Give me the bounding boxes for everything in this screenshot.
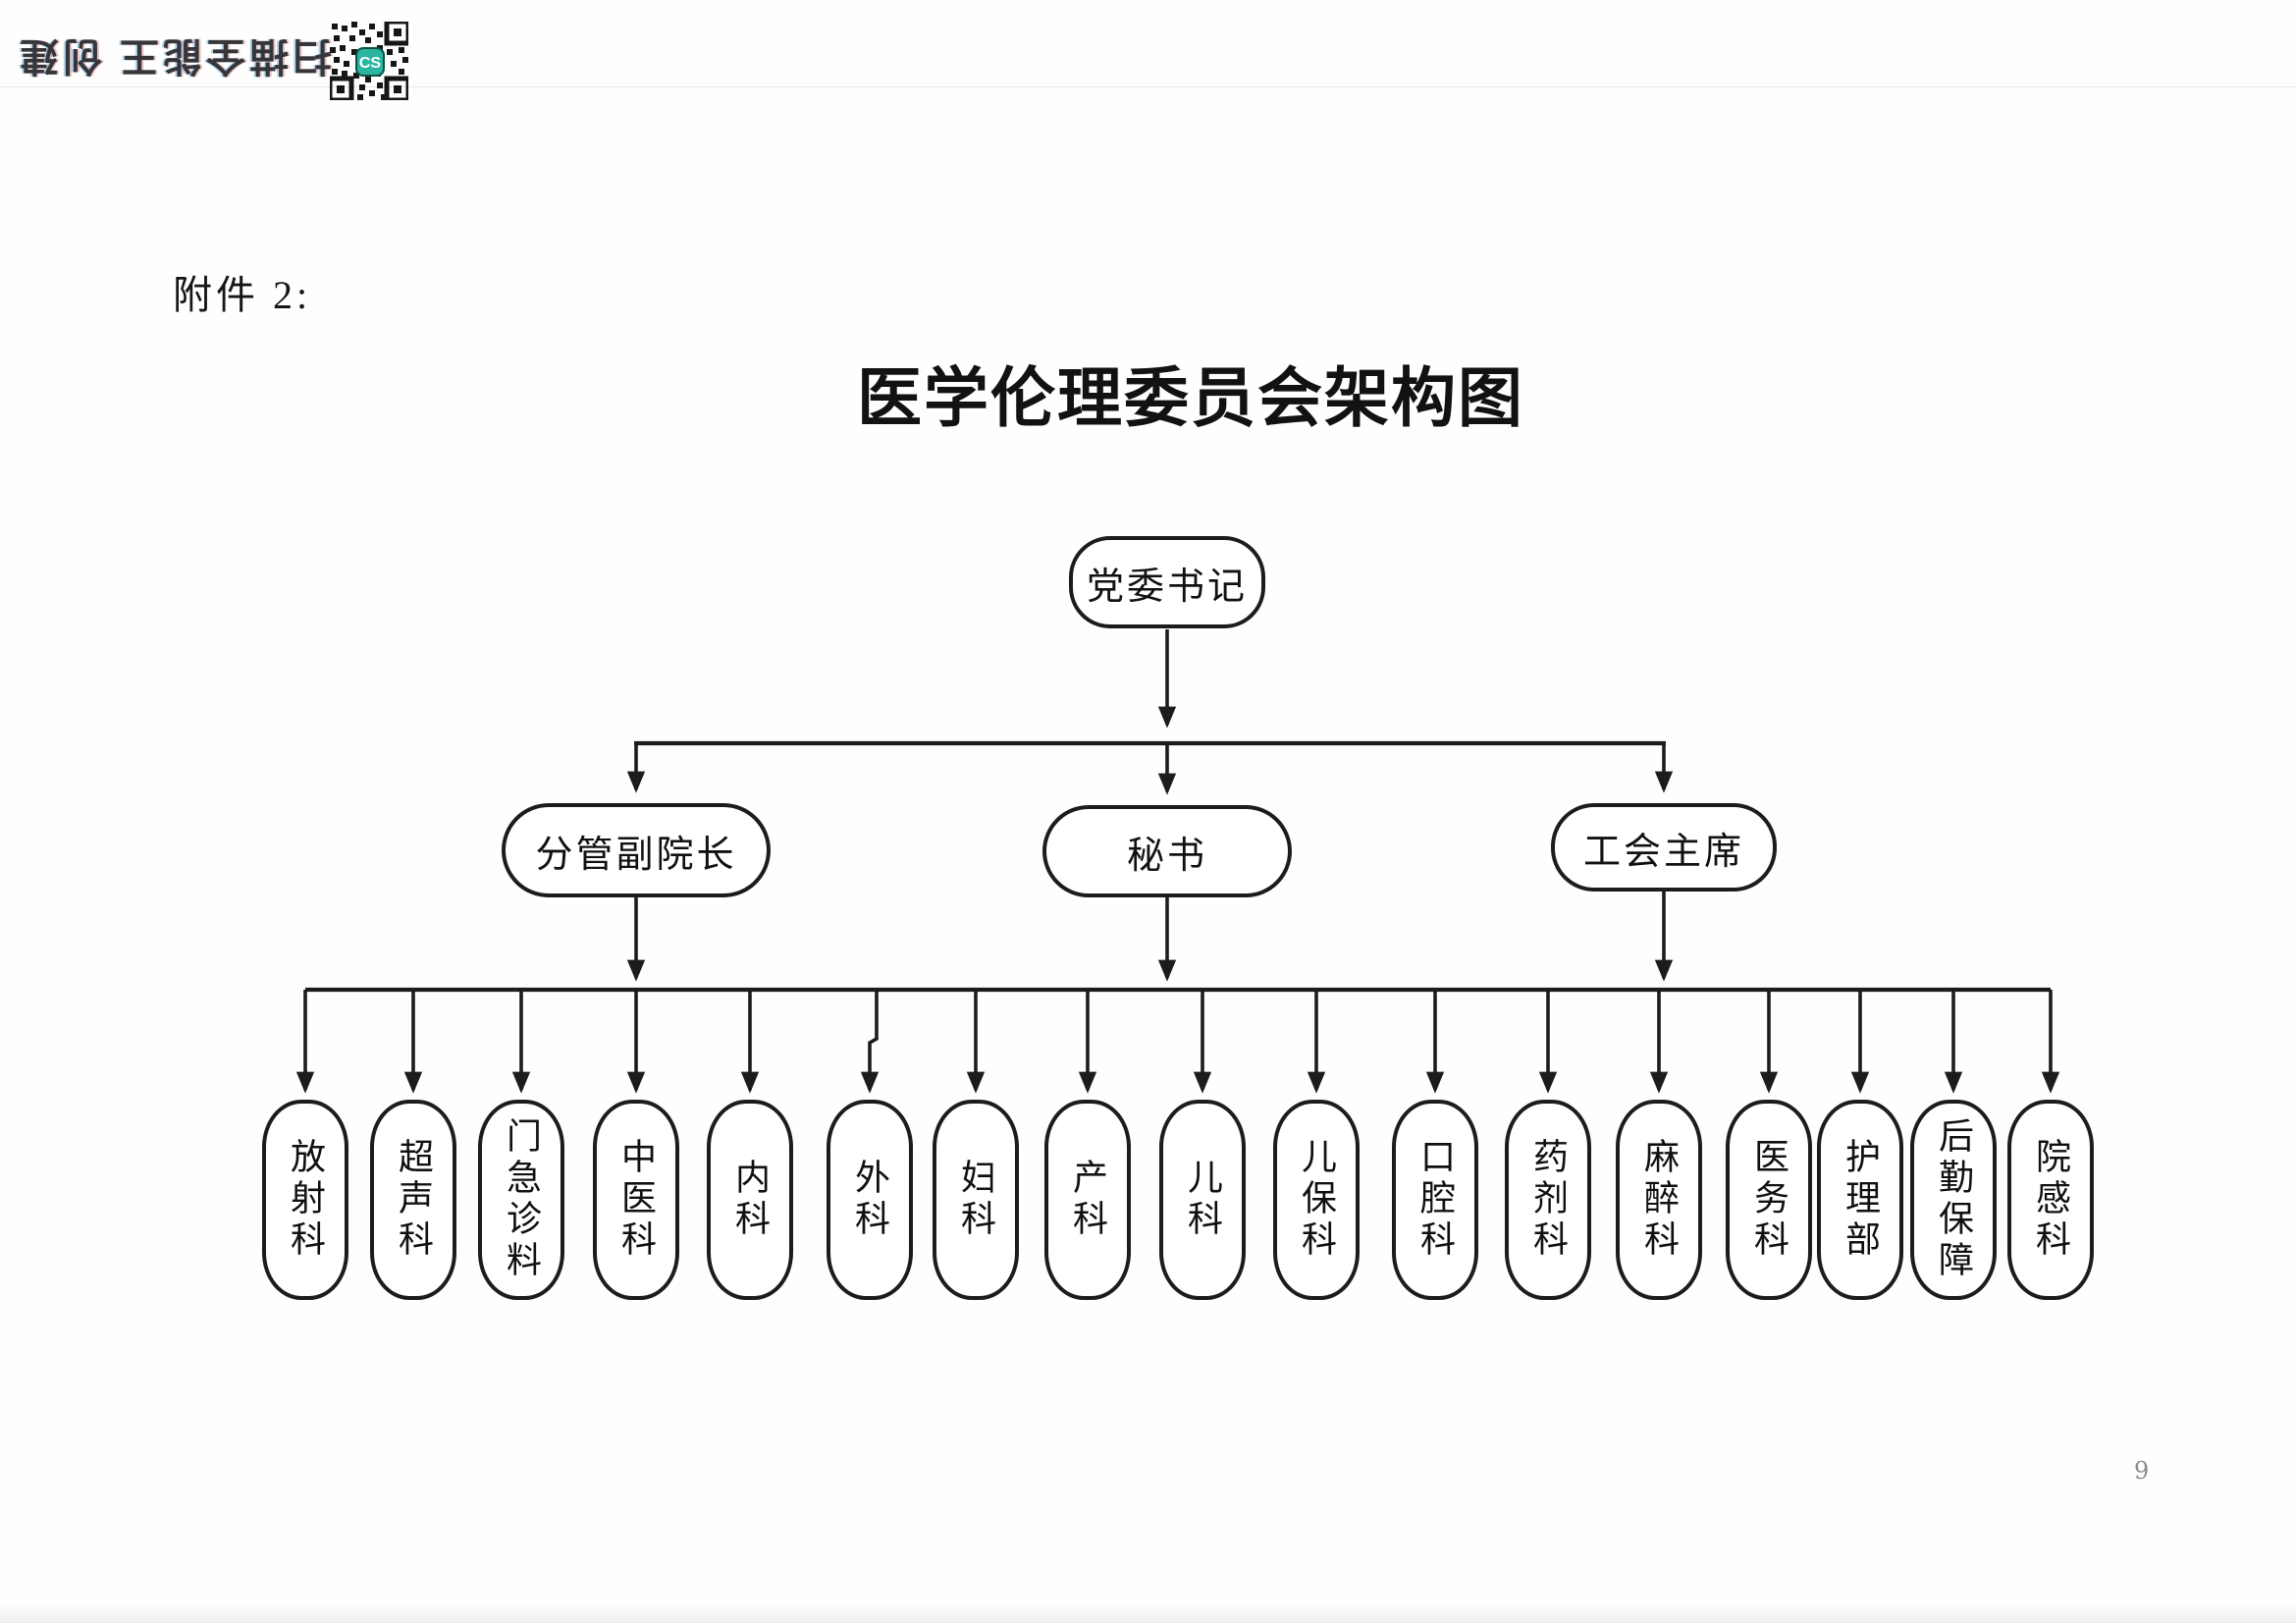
camscanner-logo-text: CS (359, 55, 382, 72)
node-secretary-label: 秘书 (1126, 835, 1207, 877)
node-deputy-director: 分管副院长 (502, 803, 771, 897)
node-dept-tcm: 中医科 (593, 1100, 679, 1300)
node-dept-nursing: 护理部 (1817, 1100, 1903, 1300)
node-dept-obstetrics: 产科 (1044, 1100, 1131, 1300)
dept-label: 儿保科 (1297, 1138, 1337, 1262)
node-dept-internal-medicine: 内科 (707, 1100, 793, 1300)
dept-label: 院感科 (2031, 1138, 2071, 1262)
node-deputy-director-label: 分管副院长 (535, 834, 737, 876)
dept-label: 外科 (850, 1159, 890, 1241)
dept-label: 超声科 (394, 1138, 434, 1262)
node-dept-infection-control: 院感科 (2007, 1100, 2094, 1300)
qr-finder-bottom-right (384, 76, 408, 100)
camscanner-logo: CS (355, 47, 385, 77)
node-dept-pharmacy: 药剂科 (1505, 1100, 1591, 1300)
node-party-secretary-label: 党委书记 (1086, 566, 1248, 608)
node-union-chairman-label: 工会主席 (1582, 831, 1744, 873)
qr-code-icon: CS (330, 22, 408, 100)
connector-dept-6 (860, 990, 880, 1094)
node-secretary: 秘书 (1042, 805, 1292, 897)
dept-label: 中医科 (616, 1138, 657, 1262)
node-dept-medical-affairs: 医务科 (1726, 1100, 1812, 1300)
page-title: 医学伦理委员会架构图 (857, 363, 1524, 435)
node-union-chairman: 工会主席 (1551, 803, 1777, 892)
node-dept-surgery: 外科 (827, 1100, 913, 1300)
dept-label: 医务科 (1749, 1138, 1789, 1262)
qr-finder-bottom-left (330, 76, 354, 100)
dept-label: 护理部 (1841, 1138, 1881, 1262)
qr-finder-top-right (384, 22, 408, 46)
page-edge-line (0, 86, 2296, 87)
node-dept-radiology: 放射科 (262, 1100, 348, 1300)
page-bottom-shadow (0, 1601, 2296, 1623)
page-number: 9 (2134, 1457, 2150, 1485)
dept-label: 内科 (730, 1159, 771, 1241)
dept-label: 麻醉科 (1639, 1138, 1680, 1262)
org-connectors (295, 629, 2060, 1094)
node-dept-anesthesiology: 麻醉科 (1616, 1100, 1702, 1300)
dept-label: 药剂科 (1528, 1138, 1569, 1262)
attachment-label: 附件 2: (173, 273, 312, 317)
node-dept-outpatient-emergency: 门急诊料 (478, 1100, 564, 1300)
node-dept-child-health: 儿保科 (1273, 1100, 1360, 1300)
dept-label: 放射科 (286, 1138, 326, 1262)
dept-label: 儿科 (1183, 1159, 1223, 1241)
dept-label: 产科 (1068, 1159, 1108, 1241)
dept-label: 口腔科 (1415, 1138, 1456, 1262)
node-dept-logistics: 后勤保障 (1910, 1100, 1997, 1300)
dept-label: 后勤保障 (1934, 1117, 1974, 1282)
node-dept-stomatology: 口腔科 (1392, 1100, 1478, 1300)
dept-label: 妇科 (956, 1159, 996, 1241)
dept-label: 门急诊料 (502, 1117, 542, 1282)
node-dept-ultrasound: 超声科 (370, 1100, 456, 1300)
node-dept-gynecology: 妇科 (933, 1100, 1019, 1300)
node-dept-pediatrics: 儿科 (1159, 1100, 1246, 1300)
node-party-secretary: 党委书记 (1069, 536, 1265, 628)
